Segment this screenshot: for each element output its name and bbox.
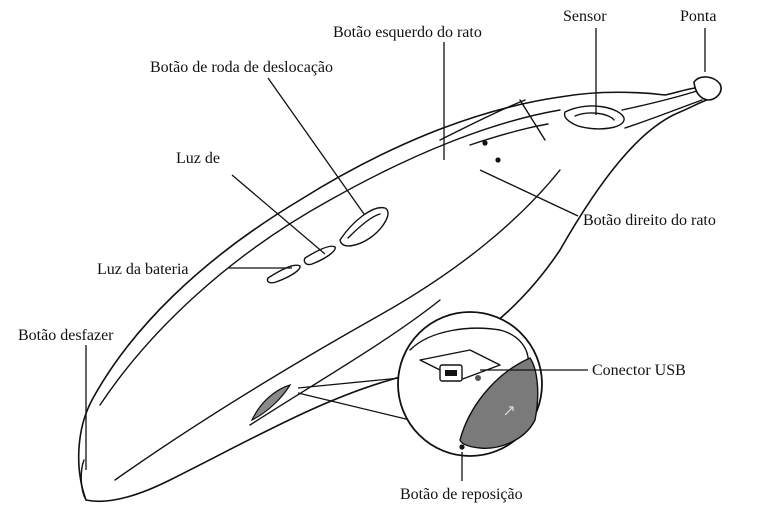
label-botao-direito: Botão direito do rato	[583, 212, 716, 229]
callout-lines	[85, 28, 706, 481]
label-luz-bateria: Luz da bateria	[97, 261, 189, 278]
label-botao-roda: Botão de roda de deslocação	[150, 59, 333, 76]
label-botao-esquerdo: Botão esquerdo do rato	[333, 24, 482, 41]
label-sensor: Sensor	[563, 8, 607, 25]
label-luz-de: Luz de	[176, 150, 220, 167]
label-botao-desfazer: Botão desfazer	[18, 327, 114, 344]
label-conector-usb: Conector USB	[592, 362, 686, 379]
label-ponta: Ponta	[680, 8, 716, 25]
pen-mouse-body	[77, 76, 722, 503]
usb-connector-inset	[297, 311, 543, 457]
label-botao-reposicao: Botão de reposição	[400, 486, 523, 503]
